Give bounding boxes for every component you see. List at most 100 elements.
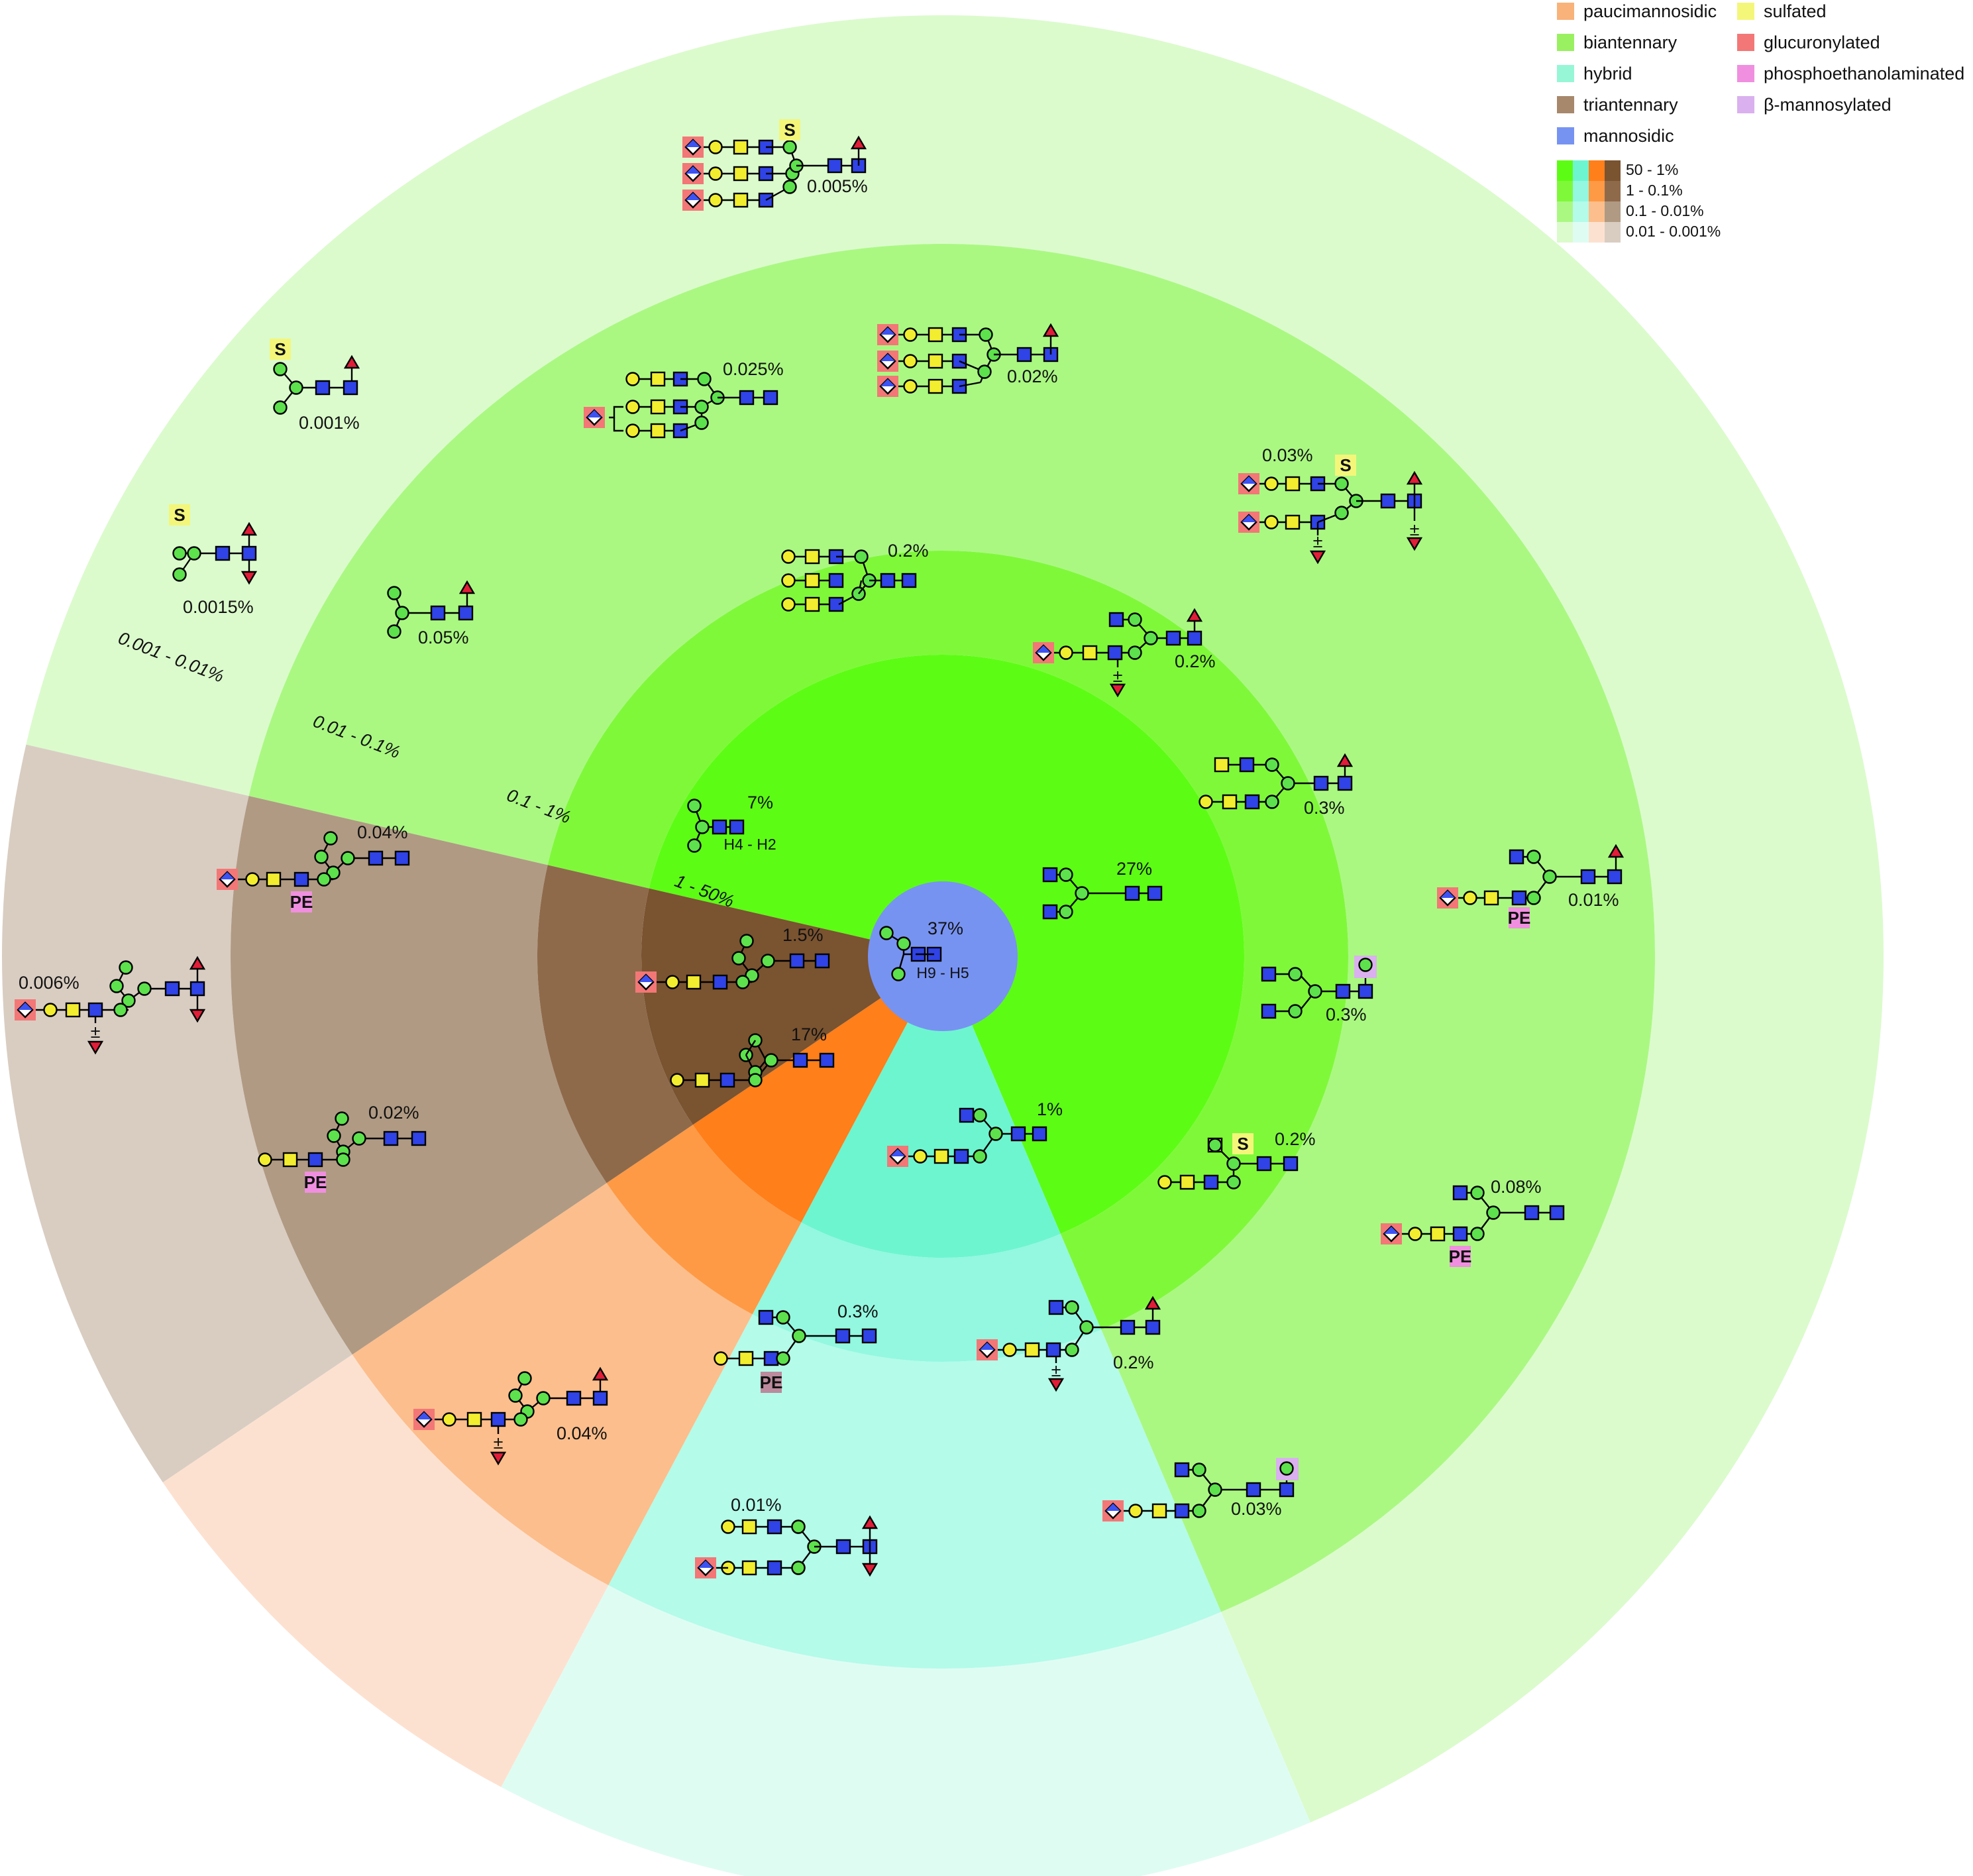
sulfate-tag-label: S: [274, 339, 286, 359]
mannose-symbol: [782, 180, 797, 194]
glucuronic-acid-half: [18, 1003, 32, 1010]
galnac-symbol: [804, 549, 820, 565]
scale-swatch: [1589, 222, 1605, 243]
glcnac-symbol: [835, 1328, 851, 1344]
mannose-symbol: [513, 1412, 528, 1427]
pe-tag-box: [1509, 907, 1530, 928]
galactose-symbol: [903, 354, 918, 368]
glcnac-symbol: [835, 1539, 851, 1555]
glucuronic-acid-half: [686, 140, 700, 147]
glcnac-symbol: [1016, 347, 1032, 362]
glucuronic-acid-half: [220, 872, 235, 879]
galnac-symbol: [928, 327, 943, 343]
glycan-hy-002: PE0.02%: [258, 1103, 427, 1193]
glcnac-symbol: [1246, 1482, 1261, 1498]
glcnac-symbol: [828, 573, 844, 588]
glycan-bi-03c: PE0.3%: [714, 1301, 879, 1393]
center-percentage: 37%: [928, 918, 963, 938]
glcnac-symbol: [1145, 1319, 1161, 1335]
mannose-symbol: [317, 872, 331, 887]
fucose-symbol: [861, 1563, 879, 1577]
mannose-symbol: [761, 954, 775, 968]
glycosidic-link: [959, 381, 981, 388]
glycan-hy-15: 1.5%: [635, 925, 830, 993]
mannose-symbol: [335, 1111, 349, 1126]
mannose-symbol: [896, 936, 911, 951]
mannose-symbol: [1358, 958, 1373, 972]
glycan-hy-004a: PE0.04%: [217, 822, 410, 912]
center-range-label: H9 - H5: [916, 964, 969, 981]
mannose-symbol: [977, 364, 992, 379]
glcnac-symbol: [901, 573, 917, 588]
glcnac-symbol: [1524, 1205, 1540, 1221]
galnac-symbol: [1024, 1342, 1040, 1358]
galactose-symbol: [258, 1152, 272, 1167]
galnac-symbol: [928, 353, 943, 369]
mannosidic-center-disc: [868, 881, 1018, 1031]
mannose-symbol: [1144, 631, 1158, 645]
mannose-symbol: [1192, 1504, 1206, 1518]
scale-swatch: [1573, 222, 1589, 243]
sulfate-tag-box: [779, 119, 800, 140]
galnac-symbol: [804, 596, 820, 612]
galnac-symbol: [650, 423, 666, 439]
abundance-label: 0.3%: [1304, 798, 1345, 818]
galnac-symbol: [733, 139, 749, 155]
galnac-symbol: [686, 974, 702, 990]
mannose-symbol: [172, 567, 187, 582]
galactose-symbol: [1199, 795, 1213, 809]
legend-swatch: [1737, 34, 1754, 51]
galactose-symbol: [625, 372, 640, 386]
ring-sector-triantennary-2: [230, 796, 607, 1355]
mannose-symbol: [792, 1329, 806, 1343]
scale-swatch: [1557, 222, 1573, 243]
mannose-symbol: [273, 362, 288, 376]
mannose-symbol: [508, 1388, 523, 1403]
fucose-symbol: [1042, 323, 1059, 337]
plus-minus-label: ±: [1410, 520, 1420, 539]
mannose-symbol: [1281, 776, 1295, 791]
glcnac-symbol: [1279, 1482, 1295, 1498]
glycan-structures: 37%H9 - H57%H4 - H20.05%S0.0015%S0.001%0…: [15, 119, 1625, 1578]
glcnac-symbol: [1313, 775, 1329, 791]
galnac-symbol: [266, 871, 282, 887]
galnac-symbol: [1151, 1503, 1167, 1519]
galactose-symbol: [781, 597, 796, 612]
abundance-label: 0.006%: [19, 973, 80, 993]
mannose-symbol: [1334, 476, 1349, 491]
abundance-label: 0.02%: [1007, 366, 1058, 386]
mannose-symbol: [739, 934, 754, 948]
galnac-symbol: [694, 1072, 710, 1088]
abundance-label: 0.2%: [1275, 1129, 1316, 1149]
legend-swatch: [1737, 3, 1754, 20]
galactose-symbol: [708, 140, 723, 154]
fucose-symbol: [189, 1009, 206, 1023]
galactose-symbol: [665, 975, 680, 989]
mannose-symbol: [973, 1108, 987, 1123]
mannose-symbol: [137, 981, 152, 996]
fucose-symbol: [1144, 1296, 1161, 1310]
legend-swatch: [1557, 65, 1574, 82]
mannose-symbol: [1486, 1205, 1501, 1220]
galnac-symbol: [738, 1351, 754, 1366]
glcnac-symbol: [1358, 983, 1373, 999]
glcnac-symbol: [814, 953, 830, 969]
glcnac-symbol: [1337, 775, 1353, 791]
mannose-symbol: [323, 831, 338, 846]
glcnac-symbol: [368, 850, 384, 866]
abundance-label: 0.005%: [807, 176, 868, 196]
mannose-symbol: [1526, 850, 1541, 864]
galnac-symbol: [1430, 1226, 1446, 1242]
mannose-symbol: [973, 1149, 987, 1164]
glcnac-symbol: [792, 1052, 808, 1068]
mannose-symbol: [1334, 506, 1349, 520]
mannose-symbol: [879, 926, 894, 940]
abundance-label: 0.01%: [1568, 890, 1619, 910]
glucuronic-acid-half: [1242, 476, 1256, 484]
mannose-symbol: [1192, 1462, 1206, 1477]
mannose-symbol: [109, 979, 124, 993]
glcnac-symbol: [720, 1072, 735, 1088]
sulfate-tag-box: [169, 504, 190, 525]
mannose-symbol: [1308, 984, 1322, 999]
